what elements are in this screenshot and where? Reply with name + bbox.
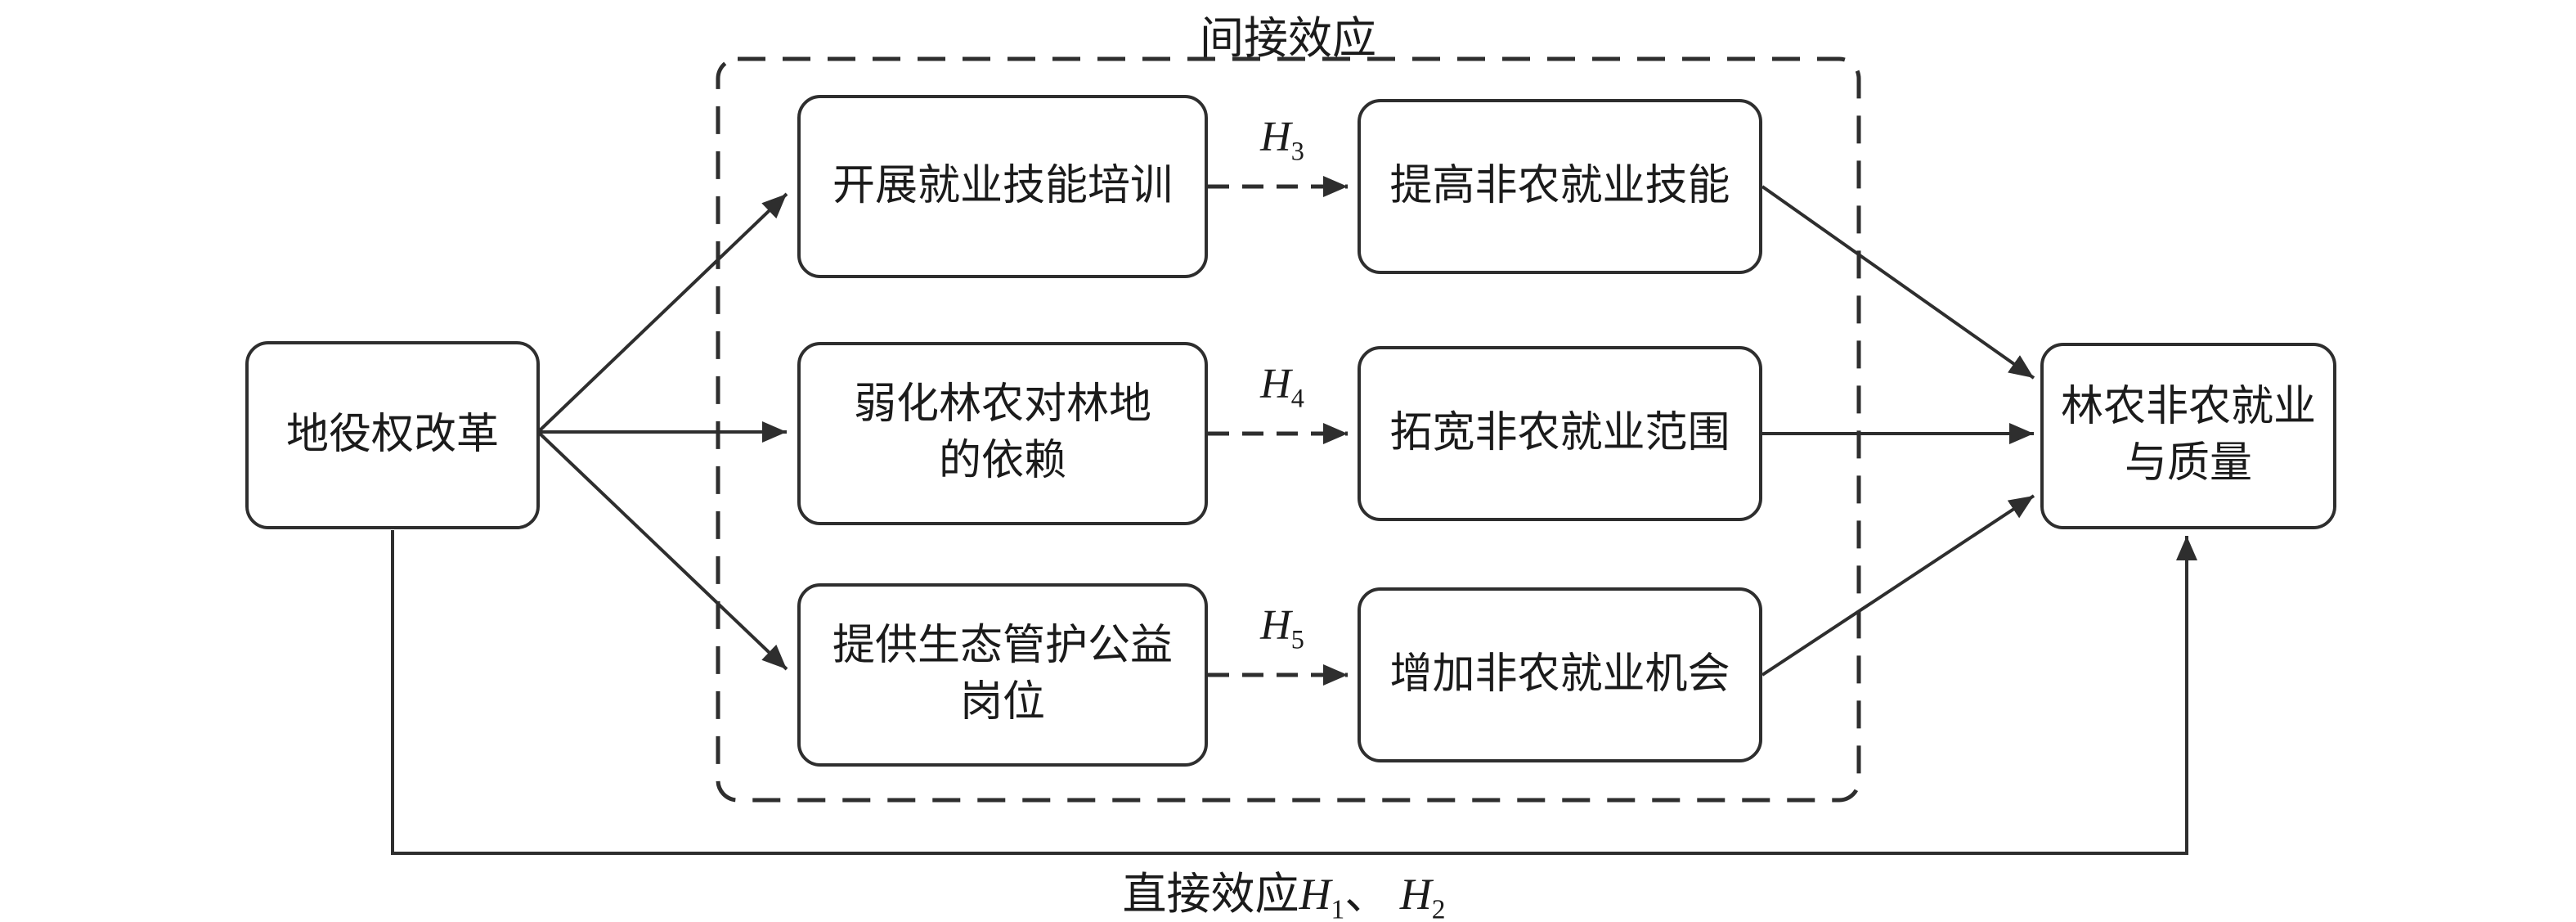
- node-outcome3: 增加非农就业机会: [1358, 587, 1762, 762]
- h2-subscript: 2: [1431, 894, 1446, 922]
- h3-symbol: H: [1260, 114, 1291, 160]
- arrow-direct-effect-source-to-target: [391, 530, 2197, 855]
- hypothesis-h4-label: H4: [1213, 360, 1352, 413]
- node-mediator3-label: 提供生态管护公益 岗位: [832, 623, 1173, 726]
- direct-effect-prefix: 直接效应: [1122, 870, 1299, 919]
- h4-symbol: H: [1260, 361, 1291, 407]
- node-mediator1-label: 开展就业技能培训: [832, 162, 1173, 209]
- hypothesis-h5-label: H5: [1213, 601, 1352, 654]
- indirect-effect-region-border: [716, 56, 1861, 803]
- h4-subscript: 4: [1290, 383, 1304, 413]
- h1-symbol: H: [1299, 870, 1331, 919]
- hypothesis-h3-label: H3: [1213, 113, 1352, 166]
- node-mediator2-label: 弱化林农对林地 的依赖: [853, 381, 1151, 484]
- node-outcome2-label: 拓宽非农就业范围: [1389, 409, 1730, 457]
- arrow-source-to-mediator3: [536, 430, 788, 671]
- node-outcome1-label: 提高非农就业技能: [1389, 162, 1730, 209]
- node-source-label: 地役权改革: [285, 411, 499, 458]
- direct-effect-separator: 、: [1344, 870, 1400, 919]
- h3-subscript: 3: [1290, 136, 1304, 166]
- node-outcome1: 提高非农就业技能: [1358, 99, 1762, 274]
- arrow-outcome3-to-target: [1761, 494, 2035, 677]
- direct-effect-label: 直接效应H1、 H2: [957, 857, 1611, 922]
- arrow-outcome1-to-target: [1761, 185, 2035, 380]
- node-source: 地役权改革: [245, 341, 540, 529]
- h2-symbol: H: [1399, 870, 1432, 919]
- indirect-effect-region-label: 间接效应: [1200, 14, 1376, 63]
- node-mediator3: 提供生态管护公益 岗位: [797, 583, 1208, 767]
- node-target: 林农非农就业 与质量: [2040, 343, 2336, 529]
- node-mediator1: 开展就业技能培训: [797, 95, 1208, 278]
- h1-subscript: 1: [1331, 894, 1345, 922]
- node-outcome3-label: 增加非农就业机会: [1389, 650, 1730, 698]
- node-target-label: 林农非农就业 与质量: [2060, 384, 2316, 487]
- h5-subscript: 5: [1290, 624, 1304, 654]
- h5-symbol: H: [1260, 602, 1291, 649]
- node-outcome2: 拓宽非农就业范围: [1358, 346, 1762, 521]
- node-mediator2: 弱化林农对林地 的依赖: [797, 342, 1208, 525]
- arrow-source-to-mediator1: [536, 192, 788, 434]
